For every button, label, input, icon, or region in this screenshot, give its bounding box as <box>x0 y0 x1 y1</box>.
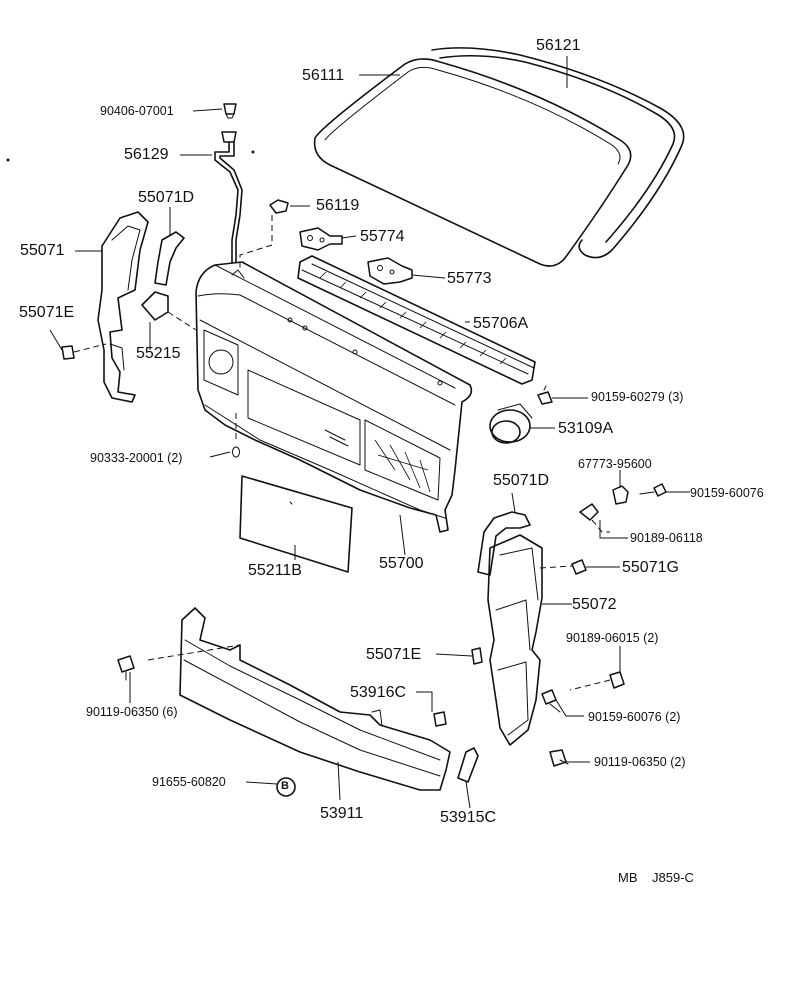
label-56111: 56111 <box>302 67 345 84</box>
apron-53911 <box>147 607 451 791</box>
clip-90406 <box>223 103 237 119</box>
label-90119-06350-right: 90119-06350 (2) <box>594 755 686 769</box>
label-53109A: 53109A <box>558 420 614 437</box>
leader-lines <box>49 56 690 809</box>
label-90119-06350-left: 90119-06350 (6) <box>86 705 178 719</box>
label-55215: 55215 <box>136 345 181 362</box>
label-56121: 56121 <box>536 37 581 54</box>
bracket-55071D-left <box>154 231 185 286</box>
label-90189-06015: 90189-06015 (2) <box>566 631 659 645</box>
bracket-55072 <box>487 534 543 746</box>
label-90189-06118: 90189-06118 <box>630 531 703 545</box>
label-55774: 55774 <box>360 228 405 245</box>
label-53911: 53911 <box>320 805 364 822</box>
clip-56119 <box>239 199 289 270</box>
label-56119: 56119 <box>316 197 360 214</box>
label-91655-60820: 91655-60820 <box>152 775 226 789</box>
cover-55211B <box>239 475 353 573</box>
callout-letter-B: B <box>281 780 289 792</box>
label-56129: 56129 <box>124 146 169 163</box>
label-90159-60279: 90159-60279 (3) <box>591 390 684 404</box>
cowl-top-55706A <box>297 255 536 385</box>
hinge-55774 <box>299 227 343 251</box>
label-55700: 55700 <box>379 555 424 572</box>
label-55071D-top: 55071D <box>138 189 195 206</box>
callout-B-group <box>276 777 296 797</box>
bolt-90159-60279 <box>537 385 553 405</box>
grommet-53109A <box>489 403 533 444</box>
seal-53915C <box>457 747 479 783</box>
windshield-moulding <box>431 47 685 259</box>
bolt-90119-right <box>549 749 569 767</box>
bolt-90159-60076-top <box>639 483 667 497</box>
speck-mark <box>6 158 10 162</box>
clip-53916C <box>433 711 447 727</box>
clip-90189-06015 <box>569 671 625 691</box>
windshield-glass <box>313 58 632 267</box>
bracket-55071D-right <box>477 511 531 576</box>
dash-panel-55700 <box>195 261 473 533</box>
label-55072: 55072 <box>572 596 617 613</box>
label-55071: 55071 <box>20 242 65 259</box>
label-55071D-right: 55071D <box>493 472 550 489</box>
label-90159-60076-top: 90159-60076 <box>690 486 764 500</box>
hinge-55773 <box>367 257 413 285</box>
label-53915C: 53915C <box>440 809 497 826</box>
footer-right-code: J859-C <box>652 870 694 885</box>
bracket-55215 <box>141 291 197 331</box>
label-55071E-left: 55071E <box>19 304 75 321</box>
bracket-55071 <box>97 211 149 403</box>
clip-55071G <box>539 559 587 575</box>
nut-67773 <box>612 485 629 505</box>
label-55071G: 55071G <box>622 559 679 576</box>
label-55773: 55773 <box>447 270 492 287</box>
label-53916C: 53916C <box>350 684 407 701</box>
clip-90189-06118 <box>579 503 610 533</box>
hose-56129 <box>214 131 255 263</box>
footer-left-code: MB <box>618 870 638 885</box>
bolt-90119-left <box>117 655 135 681</box>
clip-55071E-left <box>61 343 107 360</box>
label-55706A: 55706A <box>473 315 529 332</box>
label-90406-07001: 90406-07001 <box>100 104 174 118</box>
label-90333-20001: 90333-20001 (2) <box>90 451 183 465</box>
bolt-90159-60076-bottom <box>541 689 561 713</box>
clip-55071E-mid <box>471 647 483 665</box>
label-55071E-mid: 55071E <box>366 646 422 663</box>
label-55211B: 55211B <box>248 562 302 579</box>
label-67773-95600: 67773-95600 <box>578 457 652 471</box>
label-90159-60076-bottom: 90159-60076 (2) <box>588 710 681 724</box>
